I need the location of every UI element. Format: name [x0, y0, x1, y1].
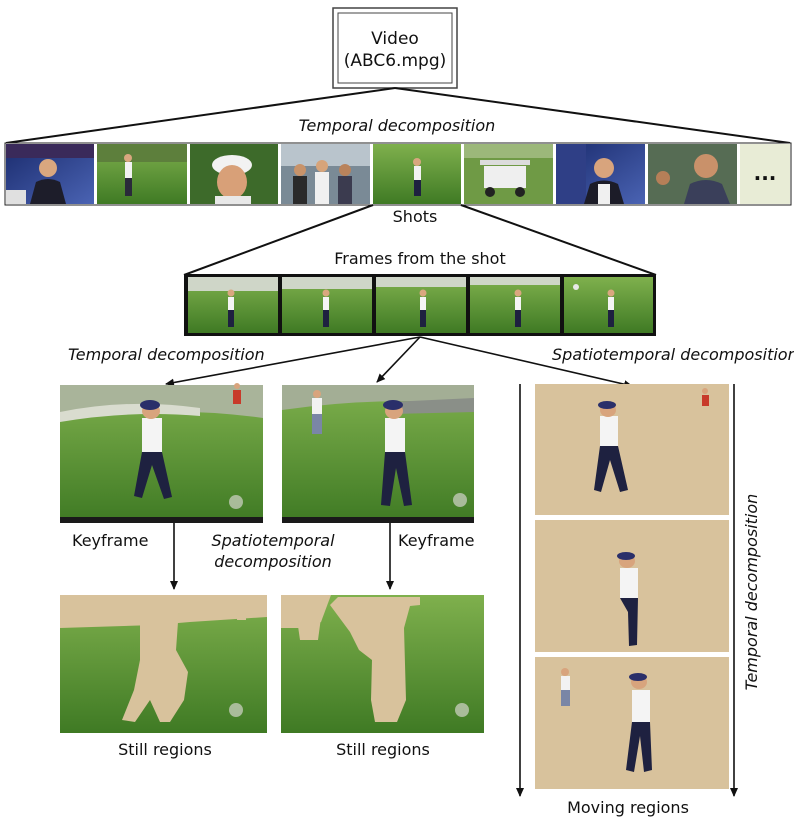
- shot-thumbnail: [556, 144, 645, 204]
- frame-thumbnail: [470, 277, 560, 333]
- arrow-to-keyframe-2: [376, 336, 421, 383]
- fan-line-right: [394, 87, 791, 144]
- keyframe-1-label: Keyframe: [72, 531, 148, 550]
- more-shots-ellipsis: ...: [754, 161, 777, 185]
- still-regions-2-image: [281, 595, 484, 733]
- keyframe-2-image: [282, 385, 474, 523]
- keyframe-1-image: [60, 383, 263, 523]
- spatiotemporal-mid-label-line-2: decomposition: [214, 552, 332, 571]
- arrow-to-keyframe-1: [165, 336, 421, 387]
- frames-from-shot-label: Frames from the shot: [334, 249, 505, 268]
- frame-thumbnail: [564, 277, 653, 333]
- shot-thumbnail: [373, 144, 461, 204]
- video-node: Video (ABC6.mpg): [332, 7, 458, 89]
- shots-strip: ...: [4, 142, 792, 206]
- shot-thumbnail: [281, 144, 370, 204]
- shot-fan-line-left: [183, 204, 374, 276]
- video-title: Video: [371, 29, 419, 49]
- fan-line-left: [5, 87, 396, 144]
- frame-thumbnail: [188, 277, 278, 333]
- frame-thumbnail: [376, 277, 466, 333]
- shot-fan-line-right: [460, 204, 657, 276]
- temporal-decomposition-left-label: Temporal decomposition: [68, 345, 265, 364]
- video-filename: (ABC6.mpg): [344, 51, 447, 71]
- shot-thumbnail: [6, 144, 94, 204]
- temporal-decomposition-top-label: Temporal decomposition: [299, 116, 496, 135]
- more-shots-placeholder: ...: [740, 144, 790, 204]
- shots-label: Shots: [393, 207, 438, 226]
- moving-regions-column: [535, 384, 729, 789]
- arrow-to-moving-regions: [419, 336, 633, 389]
- frames-strip: [184, 274, 656, 336]
- spatiotemporal-mid-label-line-1: Spatiotemporal: [211, 531, 335, 550]
- frame-thumbnail: [282, 277, 372, 333]
- moving-region-frame: [535, 657, 729, 789]
- still-regions-1-label: Still regions: [118, 740, 212, 759]
- moving-region-frame: [535, 384, 729, 515]
- shot-thumbnail: [464, 144, 553, 204]
- still-regions-1-image: [60, 595, 267, 733]
- temporal-decomposition-vertical-label: Temporal decomposition: [742, 494, 761, 691]
- shot-thumbnail: [97, 144, 187, 204]
- shot-thumbnail: [190, 144, 278, 204]
- spatiotemporal-decomposition-right-label: Spatiotemporal decomposition: [552, 345, 794, 364]
- shot-thumbnail: [648, 144, 737, 204]
- video-node-inner-border: [337, 12, 453, 84]
- keyframe-2-label: Keyframe: [398, 531, 474, 550]
- still-regions-2-label: Still regions: [336, 740, 430, 759]
- moving-region-frame: [535, 520, 729, 652]
- moving-regions-label: Moving regions: [567, 798, 689, 817]
